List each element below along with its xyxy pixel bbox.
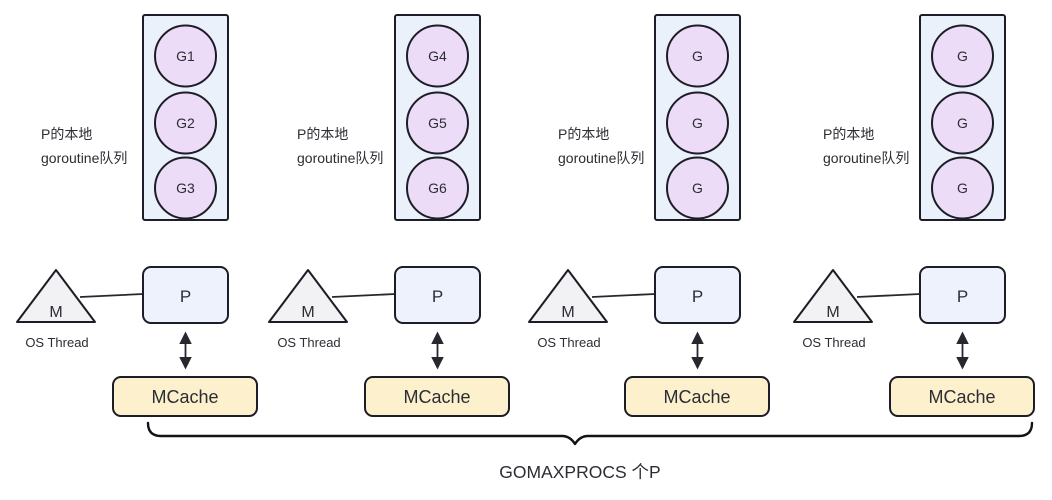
p-box: [654, 266, 741, 324]
p-label: P: [180, 287, 191, 306]
goroutine-circle: [666, 91, 729, 155]
p-label: P: [692, 287, 703, 306]
goroutine-label: G: [692, 115, 703, 131]
mcache-box: [364, 376, 510, 417]
scheduler-group-1: G1 G2 G3 P的本地 goroutine队列 M OS Thread P …: [16, 14, 258, 417]
queue-label-line1: P的本地: [823, 126, 874, 142]
queue-label-line2: goroutine队列: [823, 150, 909, 166]
goroutine-circle: [154, 24, 217, 88]
mcache-label: MCache: [928, 387, 995, 407]
goroutine-circle: [666, 24, 729, 88]
m-triangle: [528, 269, 608, 323]
goroutine-label: G1: [176, 48, 195, 64]
goroutine-label: G: [957, 48, 968, 64]
p-label: P: [432, 287, 443, 306]
os-thread-label: OS Thread: [802, 335, 865, 350]
mcache-box: [112, 376, 258, 417]
queue-label-line2: goroutine队列: [297, 150, 383, 166]
gomaxprocs-caption: GOMAXPROCS 个P: [499, 462, 660, 482]
goroutine-circle: [666, 156, 729, 220]
goroutine-circle: [406, 156, 469, 220]
os-thread-label: OS Thread: [25, 335, 88, 350]
queue-label-line2: goroutine队列: [41, 150, 127, 166]
goroutine-circle: [931, 24, 994, 88]
queue-label-line1: P的本地: [41, 126, 92, 142]
goroutine-circle: [406, 91, 469, 155]
goroutine-label: G4: [428, 48, 447, 64]
scheduler-group-3: G G G P的本地 goroutine队列 M OS Thread P MCa…: [528, 14, 770, 417]
queue-label-line1: P的本地: [558, 126, 609, 142]
scheduler-group-4: G G G P的本地 goroutine队列 M OS Thread P MCa…: [793, 14, 1035, 417]
m-p-connector: [591, 293, 656, 298]
scheduler-group-2: G4 G5 G6 P的本地 goroutine队列 M OS Thread P …: [268, 14, 510, 417]
goroutine-circle: [154, 91, 217, 155]
goroutine-label: G: [957, 180, 968, 196]
goroutine-circle: [154, 156, 217, 220]
m-triangle: [16, 269, 96, 323]
mcache-label: MCache: [663, 387, 730, 407]
m-p-connector: [331, 293, 396, 298]
gomaxprocs-brace: [146, 421, 1034, 446]
m-label: M: [301, 304, 314, 321]
mcache-label: MCache: [403, 387, 470, 407]
goroutine-label: G: [692, 180, 703, 196]
m-triangle: [268, 269, 348, 323]
goroutine-label: G5: [428, 115, 447, 131]
goroutine-circle: [931, 91, 994, 155]
goroutine-label: G2: [176, 115, 195, 131]
goroutine-circle: [931, 156, 994, 220]
p-box: [394, 266, 481, 324]
goroutine-label: G: [692, 48, 703, 64]
p-label: P: [957, 287, 968, 306]
os-thread-label: OS Thread: [537, 335, 600, 350]
goroutine-label: G6: [428, 180, 447, 196]
mcache-label: MCache: [151, 387, 218, 407]
goroutine-label: G: [957, 115, 968, 131]
m-label: M: [561, 304, 574, 321]
m-p-connector: [856, 293, 921, 298]
mcache-box: [889, 376, 1035, 417]
m-label: M: [826, 304, 839, 321]
queue-label-line1: P的本地: [297, 126, 348, 142]
goroutine-label: G3: [176, 180, 195, 196]
mcache-box: [624, 376, 770, 417]
goroutine-circle: [406, 24, 469, 88]
m-triangle: [793, 269, 873, 323]
queue-label-line2: goroutine队列: [558, 150, 644, 166]
p-box: [142, 266, 229, 324]
os-thread-label: OS Thread: [277, 335, 340, 350]
m-p-connector: [79, 293, 144, 298]
m-label: M: [49, 304, 62, 321]
p-box: [919, 266, 1006, 324]
